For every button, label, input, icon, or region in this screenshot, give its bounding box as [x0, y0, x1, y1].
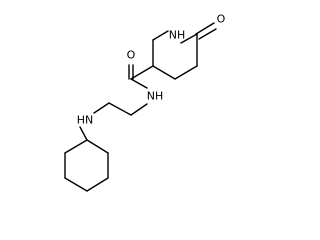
atom-o-ketone: O	[217, 13, 226, 26]
bond-ketone-double-a	[195, 22, 215, 35]
atom-nh-amine: HN	[77, 114, 94, 127]
bond-ch2-ch2	[108, 102, 132, 116]
bond-cy4-cy5	[64, 177, 88, 192]
bond-nh-cy1	[79, 126, 88, 141]
atom-labels: NH O O NH HN	[77, 13, 226, 127]
bond-c2-nh	[152, 30, 169, 41]
atom-o-amide: O	[127, 49, 136, 62]
atom-nh-amide: NH	[147, 90, 164, 103]
bond-cy3-cy4	[86, 177, 109, 192]
bond-ch2-nh	[93, 102, 110, 114]
bond-c3-carbonyl	[130, 65, 154, 80]
bond-cy6-cy1	[64, 139, 88, 154]
atom-nh-ring: NH	[169, 29, 186, 42]
bond-cy1-cy2	[86, 139, 109, 154]
bond-c5-c4	[174, 65, 198, 80]
bonds	[64, 22, 217, 192]
bond-nh-c6	[180, 33, 198, 44]
molecule-structure-diagram: NH O O NH HN	[64, 13, 226, 192]
bond-c4-c3	[152, 65, 176, 80]
bond-ketone-double-b	[198, 28, 217, 40]
bond-nh-ch2-a	[130, 103, 148, 116]
bond-carbonyl-nh	[130, 78, 148, 89]
